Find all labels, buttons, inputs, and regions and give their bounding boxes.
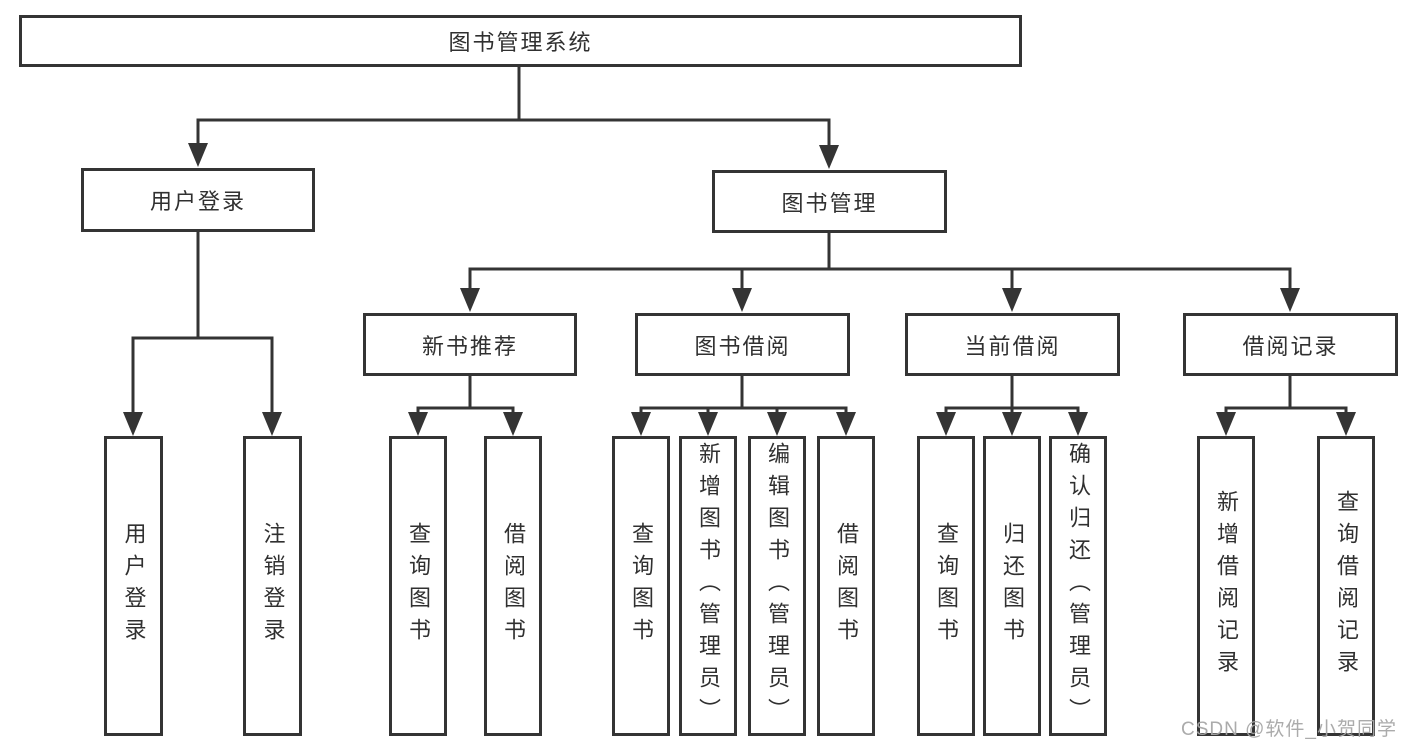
- leaf-logout: 注销登录: [243, 436, 302, 736]
- leaf-query-books-recommend: 查询图书: [389, 436, 447, 736]
- node-book-borrowing: 图书借阅: [635, 313, 850, 376]
- leaf-query-borrow-record: 查询借阅记录: [1317, 436, 1375, 736]
- leaf-user-login: 用户登录: [104, 436, 163, 736]
- leaf-edit-book-admin: 编辑图书（管理员）: [748, 436, 806, 736]
- leaf-return-books: 归还图书: [983, 436, 1041, 736]
- leaf-borrow-books-borrowing: 借阅图书: [817, 436, 875, 736]
- node-book-management: 图书管理: [712, 170, 947, 233]
- node-borrowing-records: 借阅记录: [1183, 313, 1398, 376]
- csdn-watermark: CSDN @软件_小贺同学: [1181, 719, 1397, 740]
- leaf-confirm-return-admin: 确认归还（管理员）: [1049, 436, 1107, 736]
- node-root-system: 图书管理系统: [19, 15, 1022, 67]
- leaf-query-books-borrowing: 查询图书: [612, 436, 670, 736]
- leaf-query-books-current: 查询图书: [917, 436, 975, 736]
- leaf-borrow-books-recommend: 借阅图书: [484, 436, 542, 736]
- node-new-book-recommend: 新书推荐: [363, 313, 577, 376]
- node-current-borrowing: 当前借阅: [905, 313, 1120, 376]
- leaf-add-borrow-record: 新增借阅记录: [1197, 436, 1255, 736]
- leaf-add-book-admin: 新增图书（管理员）: [679, 436, 737, 736]
- node-user-login: 用户登录: [81, 168, 315, 232]
